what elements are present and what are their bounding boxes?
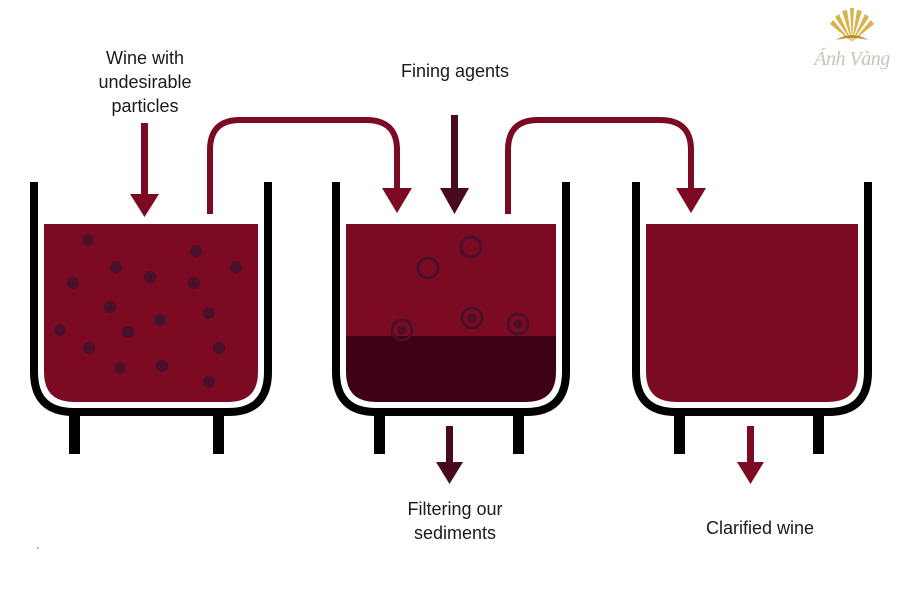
sunburst-icon [830,8,874,42]
label-input-line2: undesirable [98,72,192,92]
vat-2-wall [332,182,570,416]
particle [54,324,66,336]
particle [203,307,215,319]
vat-2-leg-left [374,410,385,454]
label-fining-agents: Fining agents [400,61,510,81]
bound-particle-core [397,325,407,335]
vat-1-leg-left [69,410,80,454]
vat-3-wall [632,182,872,416]
particle [144,271,156,283]
particle [104,301,116,313]
particle [230,261,242,273]
arrow-fining-agents [440,115,469,214]
particle [82,234,94,246]
label-input-wine: Wine with undesirable particles [80,46,210,118]
particle [188,277,200,289]
bound-particle [390,318,414,342]
particle [67,277,79,289]
logo-wordmark: Ánh Vàng [814,48,890,70]
label-filter-line2: sediments [413,523,497,543]
label-input-line3: particles [111,96,179,116]
vat-3-wine [646,224,858,402]
vat-2-leg-right [513,410,524,454]
particle [156,360,168,372]
bound-particle-core [467,313,477,323]
particle [110,261,122,273]
bubble [416,256,440,280]
vat-3-leg-right [813,410,824,454]
transfer-arrow-1 [207,117,412,214]
transfer-arrow-2 [505,117,706,214]
particle [190,245,202,257]
particles [54,234,242,388]
vat-3 [632,182,872,454]
arrow-input [130,123,159,217]
label-filter-line1: Filtering our [407,499,503,519]
particle [213,342,225,354]
brand-logo: Ánh Vàng [806,6,898,72]
vat-3-leg-left [674,410,685,454]
fining-bubbles [390,235,530,342]
label-clarified-wine: Clarified wine [705,518,815,538]
vat-1-wall [30,182,272,416]
bound-particle [460,306,484,330]
bound-particle-core [513,319,523,329]
particle [83,342,95,354]
particle [114,362,126,374]
arrow-clarified-out [737,426,764,484]
stray-dot [37,547,39,549]
arrow-sediment-out [436,426,463,484]
vat-1 [30,182,272,454]
vat-2-sediment [346,336,556,402]
particle [154,314,166,326]
particle [122,326,134,338]
bound-particle [506,312,530,336]
label-input-line1: Wine with [105,48,185,68]
vat-2-wine [346,224,556,336]
bubble [459,235,483,259]
particle [203,376,215,388]
vat-1-leg-right [213,410,224,454]
vat-1-wine [44,224,258,402]
vat-2 [332,182,570,454]
label-filtering-sediments: Filtering our sediments [380,497,530,545]
